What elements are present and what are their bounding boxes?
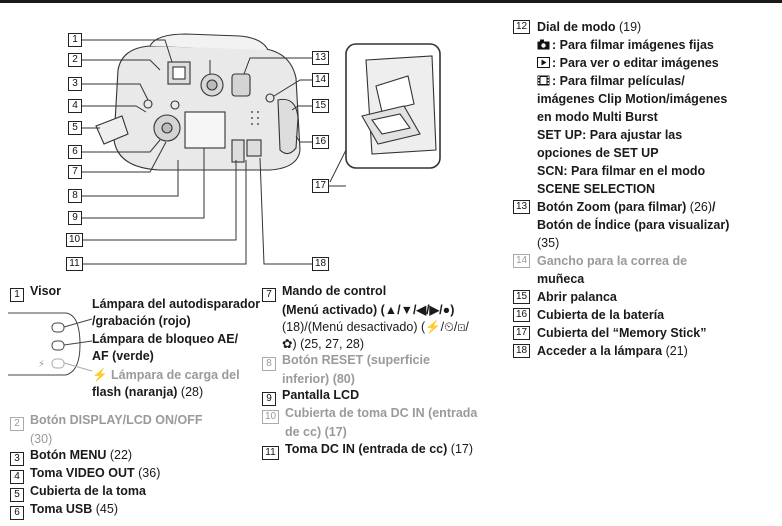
callout-16: 16 [312, 135, 329, 149]
mode-setup-line2: opciones de SET UP [537, 146, 659, 160]
mode-movie-line3: en modo Multi Burst [537, 110, 658, 124]
callout-6: 6 [68, 145, 82, 159]
mode-still: : Para filmar imágenes fijas [513, 36, 775, 54]
top-rule [0, 0, 782, 3]
callout-17: 17 [312, 179, 329, 193]
film-icon [537, 75, 550, 86]
mode-setup: SET UP: Para ajustar las [537, 128, 683, 142]
lamp-ae-af: Lámpara de bloqueo AE/ AF (verde) [92, 332, 239, 363]
item-14-line2: muñeca [537, 272, 585, 286]
callout-3: 3 [68, 77, 82, 91]
callout-11: 11 [66, 257, 83, 271]
callout-18: 18 [312, 257, 329, 271]
camera-diagram [82, 33, 441, 265]
item-13-line3: (35) [537, 236, 560, 250]
callout-1: 1 [68, 33, 82, 47]
mode-movie: : Para filmar películas/ [513, 72, 775, 90]
callout-8: 8 [68, 189, 82, 203]
item-13-line2: Botón de Índice (para visualizar) [537, 218, 730, 232]
svg-text:⚡: ⚡ [38, 359, 45, 370]
lamp-self-timer: Lámpara del autodisparador /grabación (r… [92, 297, 261, 328]
mode-scn-line2: SCENE SELECTION [537, 182, 656, 196]
callout-4: 4 [68, 99, 82, 113]
mode-scn: SCN: Para filmar en el modo [537, 164, 706, 178]
playback-icon [537, 57, 550, 68]
mode-movie-line2: imágenes Clip Motion/imágenes [537, 92, 728, 106]
callout-10: 10 [66, 233, 83, 247]
callout-9: 9 [68, 211, 82, 225]
callout-2: 2 [68, 53, 82, 67]
item-1: 1 Visor [10, 283, 61, 302]
callout-14: 14 [312, 73, 329, 87]
lamp-flash-charge: ⚡ Lámpara de carga del flash (naranja) (… [92, 368, 240, 399]
callout-5: 5 [68, 121, 82, 135]
callout-13: 13 [312, 51, 329, 65]
callout-7: 7 [68, 165, 82, 179]
viewfinder-inset: ⚡ [8, 312, 93, 376]
callout-15: 15 [312, 99, 329, 113]
camera-icon [537, 39, 550, 50]
item-1-label: Visor [30, 284, 62, 298]
mode-playback: : Para ver o editar imágenes [513, 54, 775, 72]
item-1-number: 1 [10, 288, 24, 302]
